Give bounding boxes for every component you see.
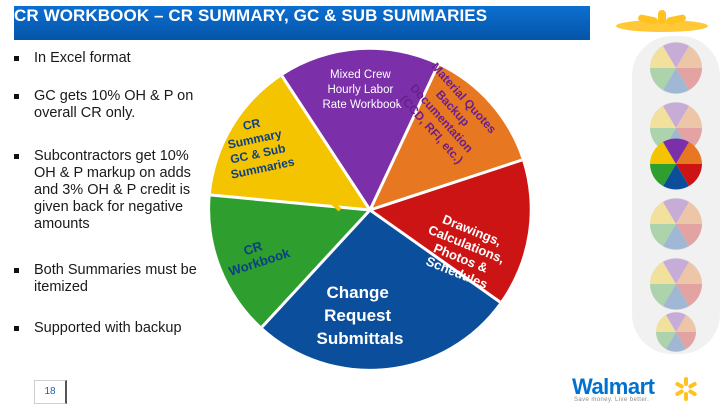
title-bar [14, 6, 590, 40]
bullet-marker [14, 154, 19, 159]
bullet-marker [14, 56, 19, 61]
wheel-label-purple: Mixed Crew Hourly Labor Rate Workbook [322, 69, 401, 111]
bullet-text: In Excel format [34, 50, 131, 66]
bullet-marker [14, 326, 19, 331]
bullet-marker [14, 94, 19, 99]
thumbnail-wheel [650, 42, 702, 94]
bullet-text: Subcontractors get 10% OH & P markup on … [34, 148, 191, 232]
bullet-text: Both Summaries must be itemized [34, 262, 197, 295]
bullet-text: GC gets 10% OH & P on overall CR only. [34, 88, 194, 121]
walmart-logo-tagline: Save money. Live better. [574, 397, 650, 403]
wheel-segment-yellow [210, 76, 370, 210]
wheel-label-yellow: CR Summary GC & Sub Summaries [220, 110, 296, 181]
arrow-icon [300, 171, 342, 212]
wheel-thumbnails [650, 42, 702, 352]
walmart-spark-icon [616, 10, 708, 32]
thumbnail-wheel [650, 198, 702, 250]
thumbnail-wheel [656, 312, 696, 352]
process-wheel: Mixed Crew Hourly Labor Rate Workbook Ma… [210, 49, 530, 369]
thumbnail-wheel [650, 258, 702, 310]
bullet-marker [14, 268, 19, 273]
wheel-segment-green [210, 195, 370, 327]
thumbnail-strip [632, 36, 720, 354]
wheel-segment-blue [262, 210, 500, 369]
wheel-label-center: Change Request Submittals [317, 283, 404, 348]
wheel-segment-orange [370, 65, 522, 210]
page-number: 18 [34, 380, 67, 404]
walmart-logo-spark-icon [675, 377, 697, 401]
thumbnail-wheel-active [650, 138, 702, 190]
wheel-segment-purple [282, 49, 438, 210]
wheel-segment-red [370, 160, 530, 302]
walmart-logo-text: Walmart [572, 374, 655, 399]
bullet-text: Supported with backup [34, 320, 182, 336]
slide-title: CR WORKBOOK – CR SUMMARY, GC & SUB SUMMA… [14, 6, 488, 25]
